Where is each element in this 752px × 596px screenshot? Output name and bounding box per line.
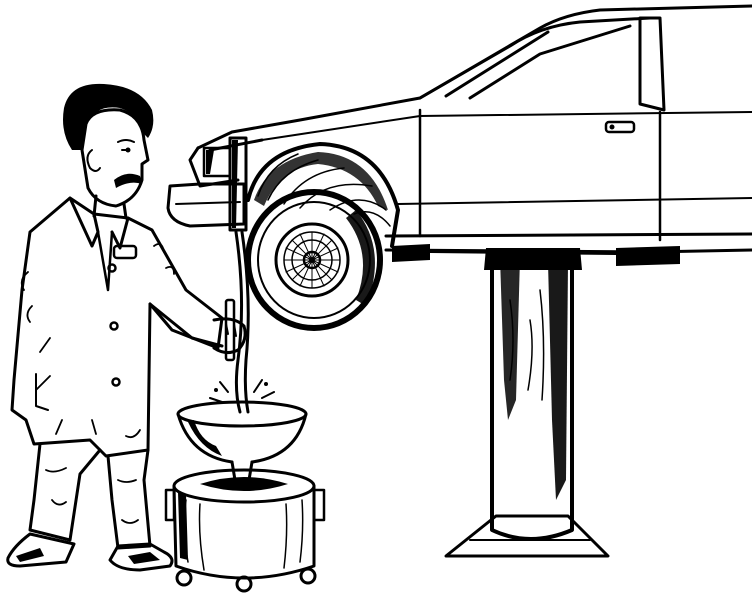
lift-post <box>484 248 582 541</box>
right-shoe <box>108 542 174 572</box>
coat-button <box>109 321 119 331</box>
caster-wheels <box>175 567 317 593</box>
oil-funnel <box>176 400 308 488</box>
coat-button <box>107 263 117 273</box>
trousers <box>28 442 152 550</box>
mechanic-hair <box>63 83 154 150</box>
car-wheel <box>245 189 383 331</box>
drain-container <box>164 468 326 593</box>
car-body <box>166 4 752 266</box>
left-shoe <box>6 532 76 568</box>
mechanic-mustache <box>114 173 142 188</box>
mechanic-face <box>80 108 150 208</box>
drain-tube <box>224 298 236 362</box>
mechanic <box>6 83 247 572</box>
name-badge <box>112 244 138 260</box>
oil-splash <box>209 379 275 403</box>
lift-base-plate <box>444 514 610 558</box>
wheel-arch <box>246 142 400 248</box>
oil-stream <box>209 230 275 414</box>
coat-button <box>111 377 121 387</box>
